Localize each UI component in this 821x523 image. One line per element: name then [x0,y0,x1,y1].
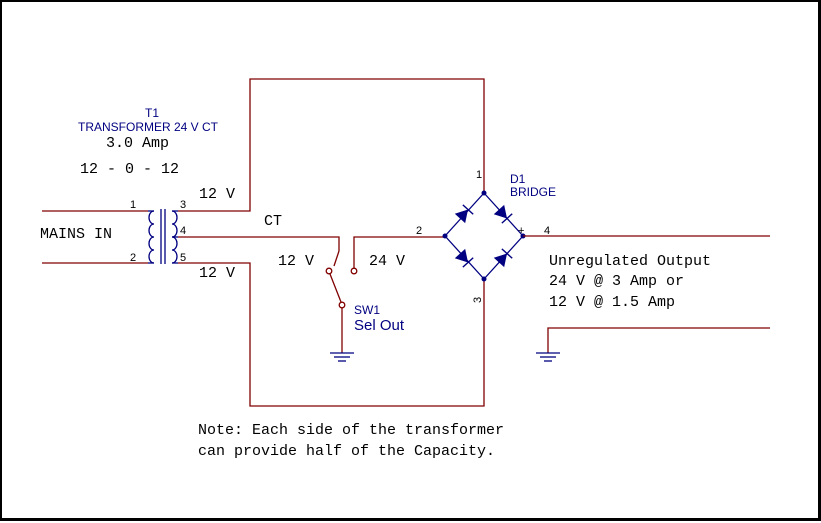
switch-lever [329,273,342,303]
transformer-pin-label: 2 [130,252,136,264]
switch-sw1: 12 V 24 V SW1 Sel Out [278,250,405,353]
output: Unregulated Output 24 V @ 3 Amp or 12 V … [523,235,770,311]
switch-contact-24v [350,267,358,275]
note-line2: can provide half of the Capacity. [198,443,495,460]
bridge-name: BRIDGE [510,185,556,199]
diode-icon [454,204,474,224]
diode-icon [454,248,474,268]
switch-contact-12v [325,267,333,275]
switch-lead [333,250,340,267]
note-line1: Note: Each side of the transformer [198,422,504,439]
secondary-wiring: 12 V CT 12 V [178,78,485,407]
bridge-plus-label: + [518,225,524,237]
bridge-pin-label: 2 [416,225,422,237]
transformer-name: TRANSFORMER 24 V CT [78,120,219,134]
switch-pos-12v: 12 V [278,253,314,270]
switch-pos-24v: 24 V [369,253,405,270]
primary-coil [148,210,155,264]
switch-common [338,301,346,309]
bridge-node [481,190,487,196]
bridge-ref: D1 [510,172,526,186]
secondary-top-label: 12 V [199,186,235,203]
transformer-rating: 3.0 Amp [106,135,169,152]
bridge-pin-label: 4 [544,225,550,237]
bridge-node [442,233,448,239]
transformer-t1: T1 TRANSFORMER 24 V CT 3.0 Amp 12 - 0 - … [78,106,219,264]
switch-ref: SW1 [354,303,380,317]
diode-icon [493,248,513,268]
mains-label: MAINS IN [40,226,112,243]
bridge-pin-label: 3 [472,297,484,303]
transformer-ref: T1 [145,106,159,120]
wire-24v-to-bridge [353,236,445,269]
bridge-node [481,276,487,282]
bridge-rectifier-d1: D1 BRIDGE 1 2 3 4 + [416,169,556,303]
transformer-pin-label: 3 [180,199,186,211]
transformer-pin-label: 4 [180,225,186,237]
note: Note: Each side of the transformer can p… [198,422,504,460]
transformer-pin-label: 1 [130,199,136,211]
ground-symbol-output [536,327,770,362]
mains-input: MAINS IN [40,210,148,264]
output-label-line3: 12 V @ 1.5 Amp [549,294,675,311]
wire-center-tap [178,236,340,251]
ground-symbol-switch [330,352,354,362]
wire-bottom-12v [178,262,485,407]
bridge-pin-label: 1 [476,169,482,181]
output-label-line1: Unregulated Output [549,253,711,270]
transformer-winding: 12 - 0 - 12 [80,161,179,178]
wire-top-12v [178,78,485,212]
transformer-pin-label: 5 [180,252,186,264]
diode-icon [493,204,513,224]
output-ground-wire [547,327,770,353]
output-label-line2: 24 V @ 3 Amp or [549,273,684,290]
switch-name: Sel Out [354,317,405,334]
secondary-bottom-label: 12 V [199,265,235,282]
center-tap-label: CT [264,213,282,230]
